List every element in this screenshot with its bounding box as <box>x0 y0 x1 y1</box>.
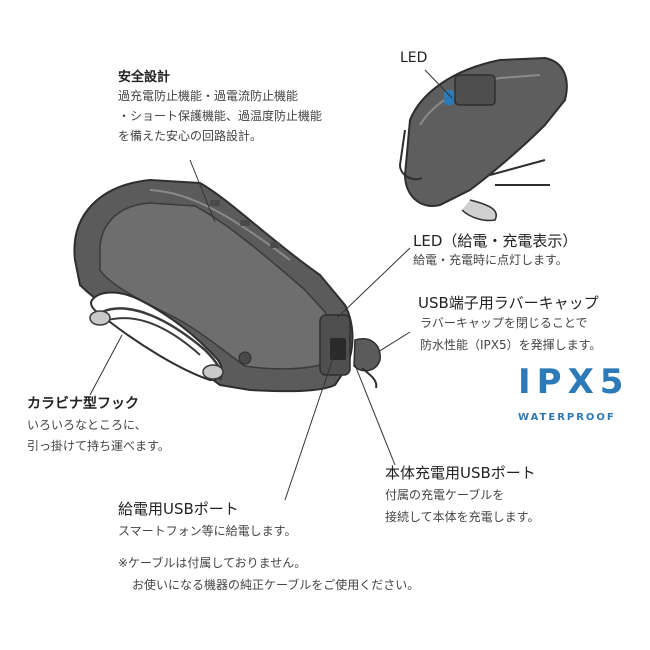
body-port-line-1: 付属の充電ケーブルを <box>385 488 505 502</box>
waterproof-label: WATERPROOF <box>518 412 616 423</box>
led-indicator-line-1: 給電・充電時に点灯します。 <box>413 253 568 267</box>
hook-line-2: 引っ掛けて持ち運べます。 <box>27 439 170 453</box>
leader-lines <box>89 69 453 501</box>
rubber-cap-line-1: ラバーキャップを閉じることで <box>420 316 588 330</box>
safety-line-3: を備えた安心の回路設計。 <box>118 129 263 143</box>
rubber-cap-line-2: 防水性能（IPX5）を発揮します。 <box>420 338 602 352</box>
note-line-1: ※ケーブルは付属しておりません。 <box>118 556 307 570</box>
carabiner-device <box>73 178 381 393</box>
supply-port-line-1: スマートフォン等に給電します。 <box>118 524 297 538</box>
rubber-cap-title: USB端子用ラバーキャップ <box>418 294 599 312</box>
body-port-line-2: 接続して本体を充電します。 <box>385 510 540 524</box>
safety-line-2: ・ショート保護機能、過温度防止機能 <box>118 109 323 123</box>
led-indicator-title: LED（給電・充電表示） <box>413 232 578 250</box>
supply-port-title: 給電用USBポート <box>118 500 239 518</box>
ipx5-logo: IPX5 <box>518 362 630 402</box>
led-closeup <box>398 56 568 222</box>
note-line-2: お使いになる機器の純正ケーブルをご使用ください。 <box>132 578 420 592</box>
safety-line-1: 過充電防止機能・過電流防止機能 <box>118 89 299 103</box>
safety-title: 安全設計 <box>118 70 171 85</box>
hook-line-1: いろいろなところに、 <box>27 418 147 432</box>
led-label: LED <box>400 50 428 66</box>
hook-title: カラビナ型フック <box>27 396 139 412</box>
body-port-title: 本体充電用USBポート <box>385 464 536 482</box>
